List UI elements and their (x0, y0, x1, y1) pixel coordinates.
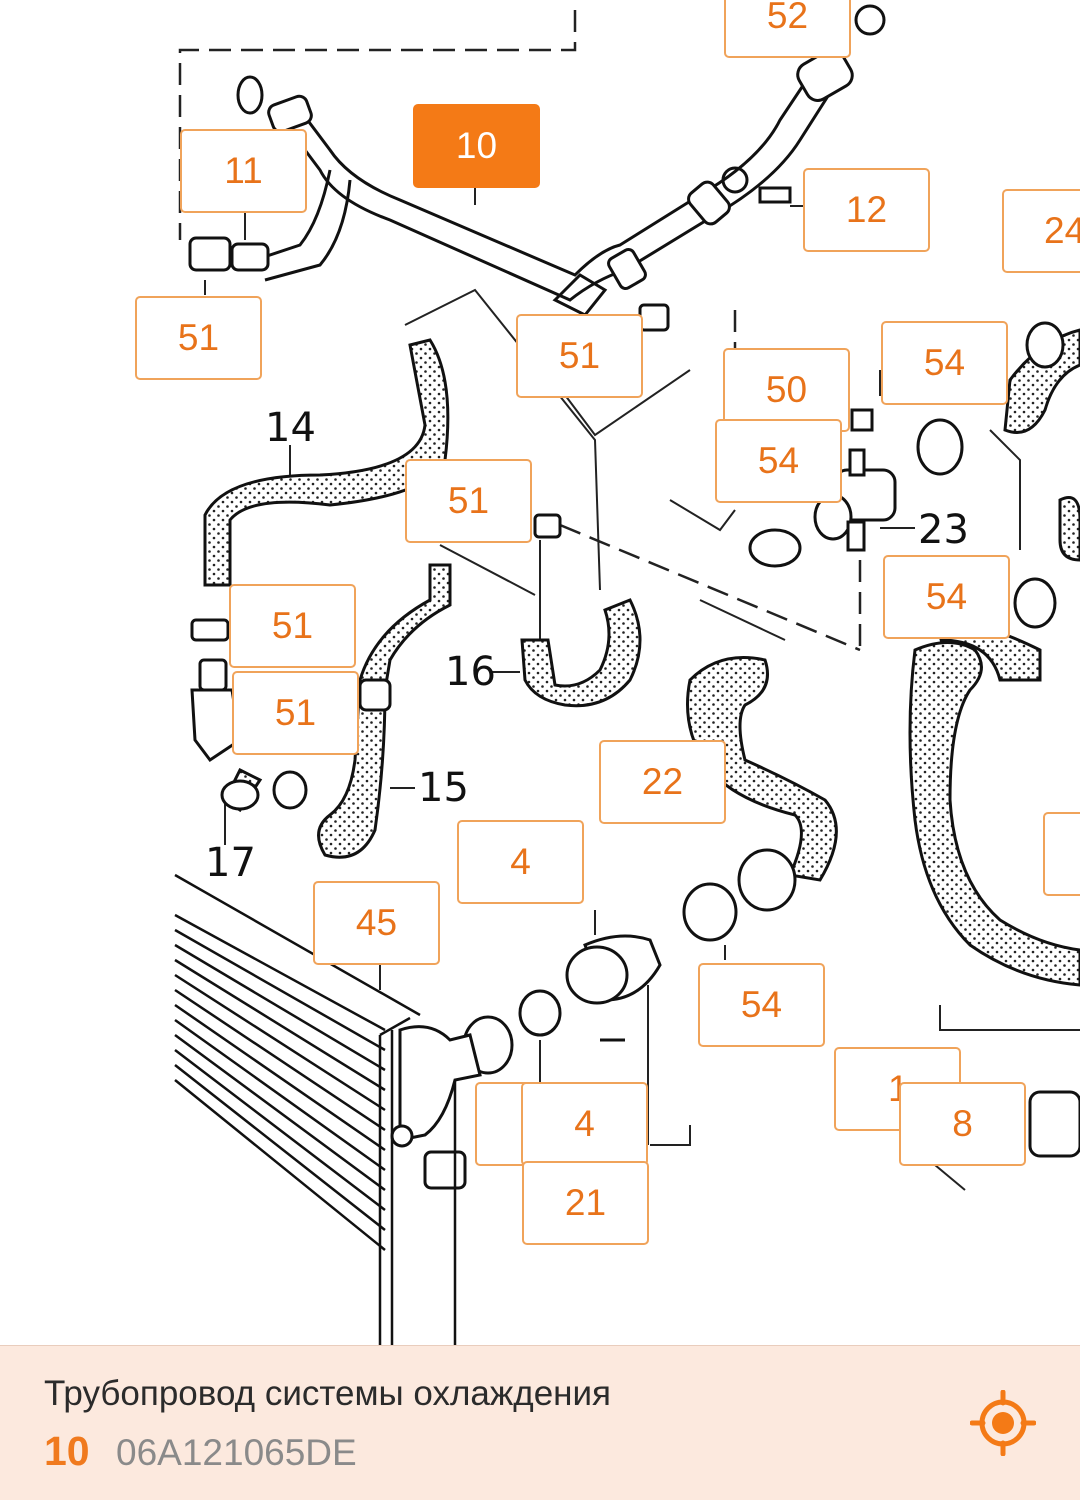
callout-button[interactable]: 4 (521, 1082, 648, 1166)
callout-button[interactable]: 12 (803, 168, 930, 252)
diagram-label: 17 (205, 840, 256, 886)
callout-button[interactable]: 54 (715, 419, 842, 503)
callout-button[interactable]: 22 (599, 740, 726, 824)
diagram-label: 16 (445, 649, 496, 695)
callout-button[interactable]: 51 (135, 296, 262, 380)
callout-button[interactable]: 24 (1002, 189, 1080, 273)
callout-button[interactable]: 52 (724, 0, 851, 58)
part-name: Трубопровод системы охлаждения (44, 1374, 612, 1413)
crosshair-target-icon[interactable] (969, 1389, 1037, 1457)
callout-button[interactable]: 51 (232, 671, 359, 755)
diagram-label: 14 (265, 405, 316, 451)
position-number: 10 (44, 1428, 90, 1474)
diagram-label: 23 (918, 507, 969, 553)
callout-button-selected[interactable]: 10 (413, 104, 540, 188)
callout-button[interactable]: 8 (899, 1082, 1026, 1166)
callout-button[interactable]: 11 (180, 129, 307, 213)
callout-button[interactable]: 54 (698, 963, 825, 1047)
part-info-panel: Трубопровод системы охлаждения 10 06A121… (0, 1345, 1080, 1500)
diagram-drawing (174, 4, 1080, 1345)
callout-button[interactable]: 54 (883, 555, 1010, 639)
parts-diagram[interactable]: 14 16 15 17 23 52 10 11 12 24 51 51 50 5… (0, 0, 1080, 1345)
part-number[interactable]: 06A121065DE (116, 1432, 357, 1473)
callout-button[interactable]: 51 (516, 314, 643, 398)
callout-button[interactable]: 21 (522, 1161, 649, 1245)
callout-button[interactable]: 51 (405, 459, 532, 543)
callout-button[interactable]: 54 (881, 321, 1008, 405)
callout-button[interactable]: 4 (457, 820, 584, 904)
callout-button[interactable]: 51 (229, 584, 356, 668)
callout-button[interactable] (1043, 812, 1080, 896)
callout-button[interactable]: 45 (313, 881, 440, 965)
diagram-label: 15 (418, 765, 469, 811)
